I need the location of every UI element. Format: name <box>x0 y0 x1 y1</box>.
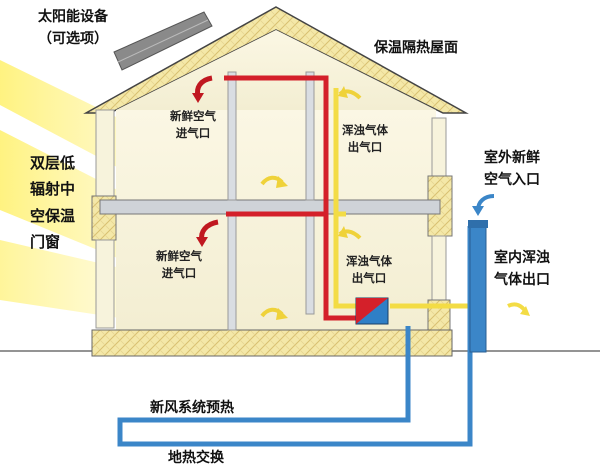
foundation-insulation <box>91 329 453 357</box>
window-label: 双层低 辐射中 空保温 门窗 <box>30 154 76 251</box>
intake-pipe-cap <box>468 220 488 228</box>
geothermal-label: 地热交换 <box>168 450 224 466</box>
right-wall-lower <box>431 235 447 303</box>
outdoor-fresh-air-intake-label: 室外新鲜 空气入口 <box>484 150 540 188</box>
exhaust-arrow-lower-head <box>338 226 348 238</box>
right-wall-upper <box>431 117 447 177</box>
heat-exchanger <box>355 297 389 325</box>
roof-insulation-label: 保温隔热屋面 <box>374 40 458 56</box>
column <box>305 71 315 201</box>
column <box>305 213 315 315</box>
column <box>227 213 237 331</box>
indoor-exhaust-outlet-label: 室内浑浊 气体出口 <box>494 250 550 288</box>
fresh-air-inlet-lower-label: 新鲜空气 进气口 <box>156 249 202 280</box>
house-interior <box>116 110 436 330</box>
exhaust-outlet-upper-label: 浑浊气体 出气口 <box>342 123 388 154</box>
intake-pipe <box>469 223 487 353</box>
outlet-arrow-head <box>520 306 530 316</box>
solar-panel-edge <box>117 19 209 63</box>
solar-equipment-label: 太阳能设备 （可选项） <box>38 9 108 47</box>
intake-arrow-head <box>472 206 484 216</box>
left-wall-lower <box>95 239 115 329</box>
fresh-air-arrow-upper-head <box>192 93 204 103</box>
fresh-air-duct <box>224 75 356 321</box>
left-wall-upper <box>95 109 115 199</box>
exhaust-arrow-upper-head <box>338 86 348 98</box>
room-airflow-arrow-head <box>276 176 288 188</box>
fresh-air-arrow-lower-head <box>196 237 208 247</box>
preheat-label: 新风系统预热 <box>150 400 234 416</box>
exhaust-outlet-lower-label: 浑浊气体 出气口 <box>346 254 392 285</box>
column <box>227 71 237 201</box>
fresh-air-inlet-upper-label: 新鲜空气 进气口 <box>170 109 216 140</box>
room-airflow-arrow-head <box>276 308 288 320</box>
